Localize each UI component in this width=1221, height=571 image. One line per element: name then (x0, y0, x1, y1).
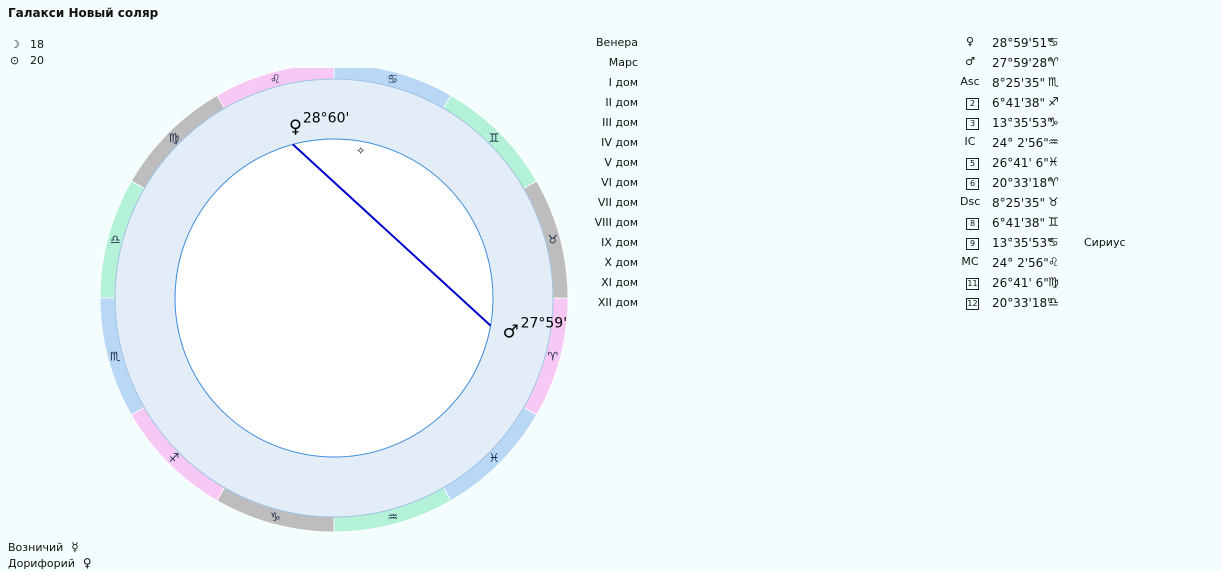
row-degree: 27°59'28" (992, 56, 1053, 70)
row-name: I дом (608, 76, 638, 89)
row-name: Венера (596, 36, 638, 49)
row-symbol: MC (961, 255, 979, 268)
house-number-icon: 5 (966, 158, 979, 170)
sun-phase: ⊙ 20 (10, 54, 44, 67)
row-symbol: ♀ (965, 35, 975, 48)
house-number-icon: 12 (966, 298, 979, 310)
planet-mars[interactable]: ♂ 27°59' (503, 316, 567, 343)
row-symbol: IC (964, 135, 976, 148)
sign-icon: ♋ (1048, 235, 1059, 249)
natal-chart-wheel[interactable]: ♈ ♉ ♊ ♋ ♌ ♍ ♎ ♏ ♐ ♑ ♒ ♓ ✧ ♀ 28°60' ♂ 27°59' (100, 68, 570, 538)
venus-icon: ♀ (289, 116, 302, 137)
zodiac-sign-icon: ♋ (387, 72, 398, 86)
row-degree: 24° 2'56" (992, 256, 1049, 270)
sign-icon: ♈ (1048, 175, 1059, 189)
row-name: XI дом (601, 276, 638, 289)
house-number-icon: 3 (966, 118, 979, 130)
row-name: X дом (604, 256, 638, 269)
row-name: II дом (605, 96, 638, 109)
house-number-icon: 8 (966, 218, 979, 230)
zodiac-sign-icon: ♏ (110, 350, 121, 364)
chart-title: Галакси Новый соляр (8, 6, 159, 20)
row-name: VI дом (601, 176, 638, 189)
row-degree: 8°25'35" (992, 76, 1045, 90)
house-number-icon: 11 (966, 278, 979, 290)
row-name: XII дом (597, 296, 638, 309)
fixed-star-auriga: Возничий ☿ (8, 540, 79, 554)
row-degree: 8°25'35" (992, 196, 1045, 210)
row-name: Марс (608, 56, 638, 69)
fixed-star-name: Возничий (8, 541, 64, 554)
moon-phase-value: 18 (30, 38, 44, 51)
sun-icon: ⊙ (10, 54, 20, 67)
zodiac-sign-icon: ♓ (489, 451, 500, 465)
fixed-star-name: Дорифорий (8, 557, 75, 570)
mars-icon: ♂ (503, 322, 519, 343)
aspect-line-venus-mars (292, 143, 492, 327)
row-symbol: Dsc (960, 195, 981, 208)
row-degree: 24° 2'56" (992, 136, 1049, 150)
sign-icon: ♌ (1048, 255, 1059, 269)
venus-degree-label: 28°60' (303, 110, 349, 126)
row-degree: 20°33'18" (992, 296, 1053, 310)
row-degree: 26°41' 6" (992, 276, 1049, 290)
row-symbol: ♂ (965, 55, 975, 68)
row-name: IX дом (601, 236, 638, 249)
star-marker: ✧ (356, 144, 365, 157)
moon-phase: ☽ 18 (10, 38, 44, 51)
mars-degree-label: 27°59' (521, 316, 567, 332)
row-name: III дом (602, 116, 638, 129)
sign-icon: ♉ (1048, 195, 1059, 209)
sign-icon: ♑ (1048, 115, 1059, 129)
row-degree: 26°41' 6" (992, 156, 1049, 170)
fixed-star-doryphoros: Дорифорий ♀ (8, 556, 92, 570)
row-degree: 6°41'38" (992, 216, 1045, 230)
sign-icon: ♏ (1048, 75, 1059, 89)
row-degree: 13°35'53" (992, 236, 1053, 250)
sign-icon: ♓ (1048, 155, 1059, 169)
row-degree: 28°59'51" (992, 36, 1053, 50)
row-degree: 13°35'53" (992, 116, 1053, 130)
row-degree: 20°33'18" (992, 176, 1053, 190)
sign-icon: ♋ (1048, 35, 1059, 49)
venus-icon: ♀ (82, 556, 92, 570)
sign-icon: ♈ (1048, 55, 1059, 69)
house-number-icon: 9 (966, 238, 979, 250)
zodiac-sign-icon: ♉ (547, 232, 558, 246)
sun-phase-value: 20 (30, 54, 44, 67)
row-name: IV дом (601, 136, 638, 149)
house-number-icon: 2 (966, 98, 979, 110)
aspect-circle (174, 138, 494, 458)
sign-icon: ♊ (1048, 215, 1059, 229)
zodiac-sign-icon: ♐ (168, 451, 179, 465)
sign-icon: ♒ (1048, 135, 1059, 149)
sign-icon: ♐ (1048, 95, 1059, 109)
fixed-star-label: Сириус (1084, 236, 1126, 249)
sign-icon: ♍ (1048, 275, 1059, 289)
row-degree: 6°41'38" (992, 96, 1045, 110)
zodiac-sign-icon: ♊ (489, 131, 500, 145)
row-name: VII дом (597, 196, 638, 209)
row-symbol: Asc (960, 75, 980, 88)
zodiac-sign-icon: ♑ (270, 510, 281, 524)
zodiac-sign-icon: ♎ (110, 232, 121, 246)
row-name: V дом (604, 156, 638, 169)
house-number-icon: 6 (966, 178, 979, 190)
planet-venus[interactable]: ♀ 28°60' (289, 110, 349, 137)
moon-icon: ☽ (10, 38, 20, 51)
mercury-icon: ☿ (71, 540, 79, 554)
row-name: VIII дом (594, 216, 638, 229)
sign-icon: ♎ (1048, 295, 1059, 309)
zodiac-sign-icon: ♒ (387, 510, 398, 524)
zodiac-sign-icon: ♈ (547, 350, 558, 364)
zodiac-sign-icon: ♍ (168, 131, 179, 145)
zodiac-sign-icon: ♌ (270, 72, 281, 86)
